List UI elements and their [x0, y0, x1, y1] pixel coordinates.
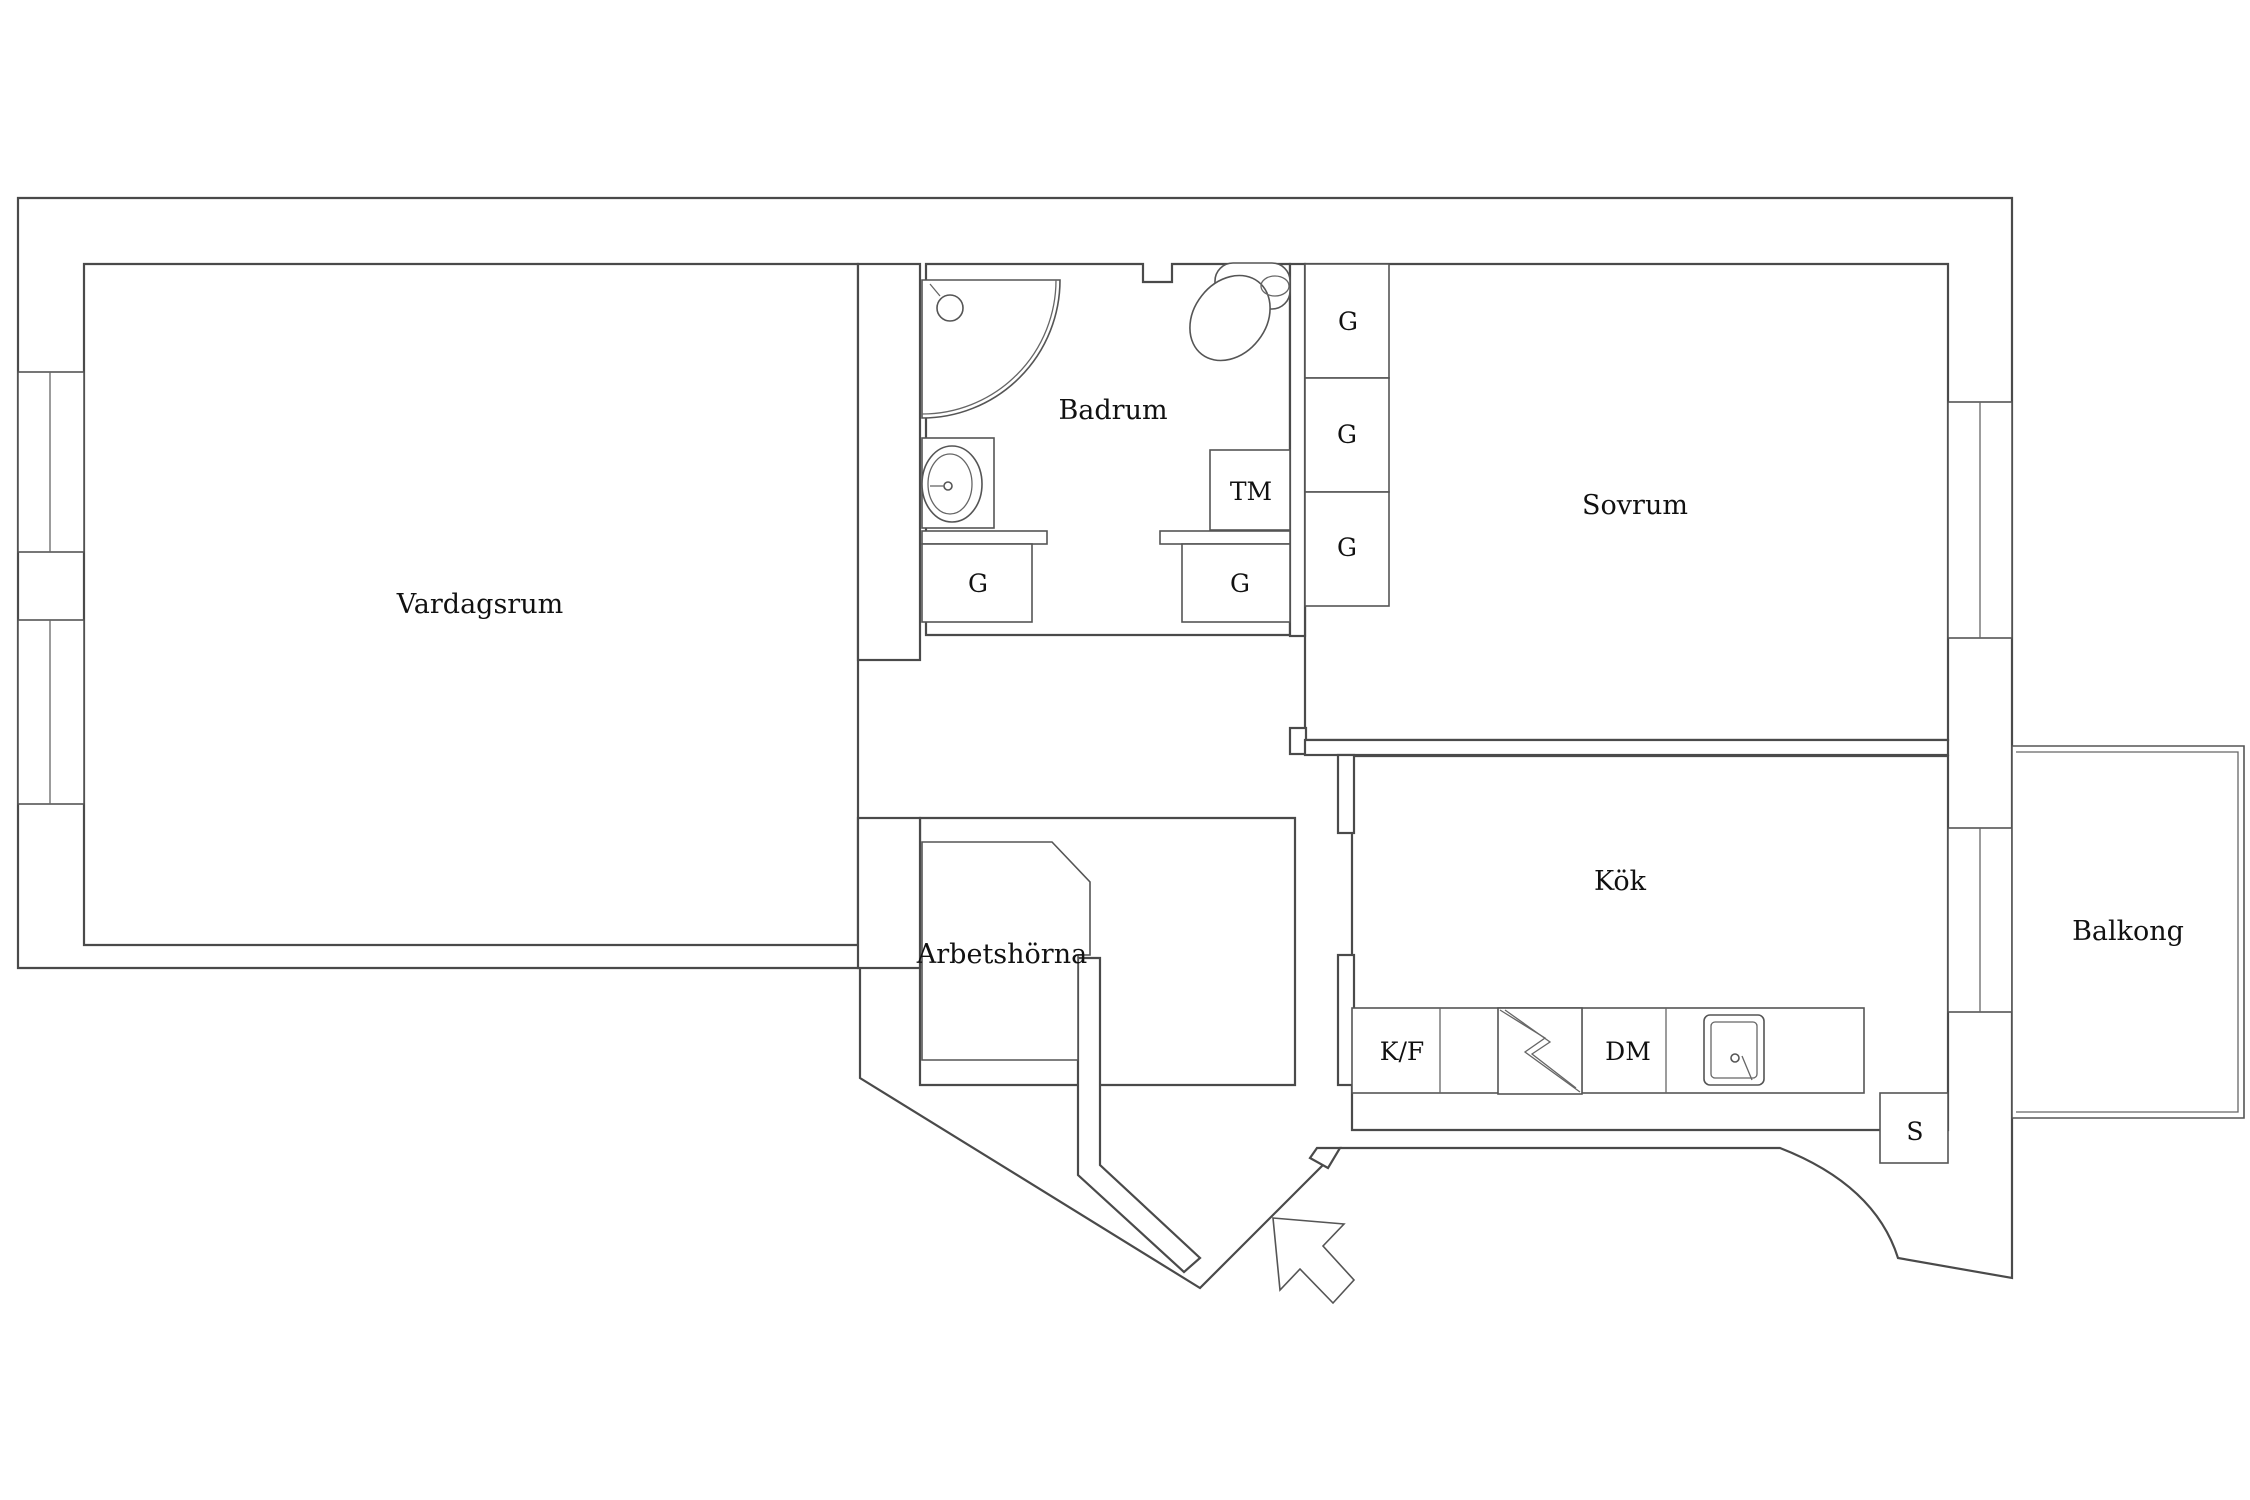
storage-cabinet: S	[1879, 1092, 1949, 1164]
stove-icon	[1497, 1007, 1583, 1095]
washing-machine: TM	[1209, 449, 1291, 531]
room-label-kok: Kök	[1594, 866, 1647, 897]
wardrobe-label: G	[968, 569, 988, 598]
wardrobe-label: G	[1337, 420, 1357, 449]
room-label-balkong: Balkong	[2072, 916, 2184, 947]
washbasin-icon	[921, 437, 995, 529]
window-living-room-upper	[17, 371, 85, 553]
window-kitchen	[1947, 827, 2013, 1013]
bath-cabinet-left: G	[921, 530, 1048, 623]
wardrobe-label: G	[1230, 569, 1250, 598]
washing-machine-label: TM	[1230, 477, 1272, 506]
toilet-icon	[1189, 262, 1291, 362]
room-label-sovrum: Sovrum	[1582, 490, 1688, 521]
kitchen-sink-icon	[1703, 1014, 1765, 1086]
wardrobe-label: G	[1338, 307, 1358, 336]
room-label-vardagsrum: Vardagsrum	[396, 589, 563, 620]
storage-label: S	[1906, 1117, 1923, 1146]
wardrobe-label: G	[1337, 533, 1357, 562]
windows	[17, 371, 2013, 1013]
room-label-badrum: Badrum	[1058, 395, 1167, 426]
wardrobes: G G G	[1304, 263, 1390, 607]
window-bedroom	[1947, 401, 2013, 639]
interior-walls	[856, 262, 1950, 1274]
balcony	[2011, 745, 2245, 1119]
room-labels: Vardagsrum Badrum Sovrum Kök Arbetshörna…	[396, 395, 2184, 970]
kitchen-counter: K/F DM	[1351, 1007, 1865, 1094]
corner-shower-icon	[921, 279, 1061, 419]
dishwasher-label: DM	[1605, 1037, 1651, 1066]
bath-cabinet-right: G	[1159, 530, 1291, 623]
entrance-arrow-icon	[1272, 1217, 1356, 1305]
window-living-room-lower	[17, 619, 85, 805]
work-corner-desk	[921, 841, 1091, 1061]
fridge-freezer-label: K/F	[1380, 1037, 1424, 1066]
room-label-arbetshorna: Arbetshörna	[916, 939, 1087, 970]
